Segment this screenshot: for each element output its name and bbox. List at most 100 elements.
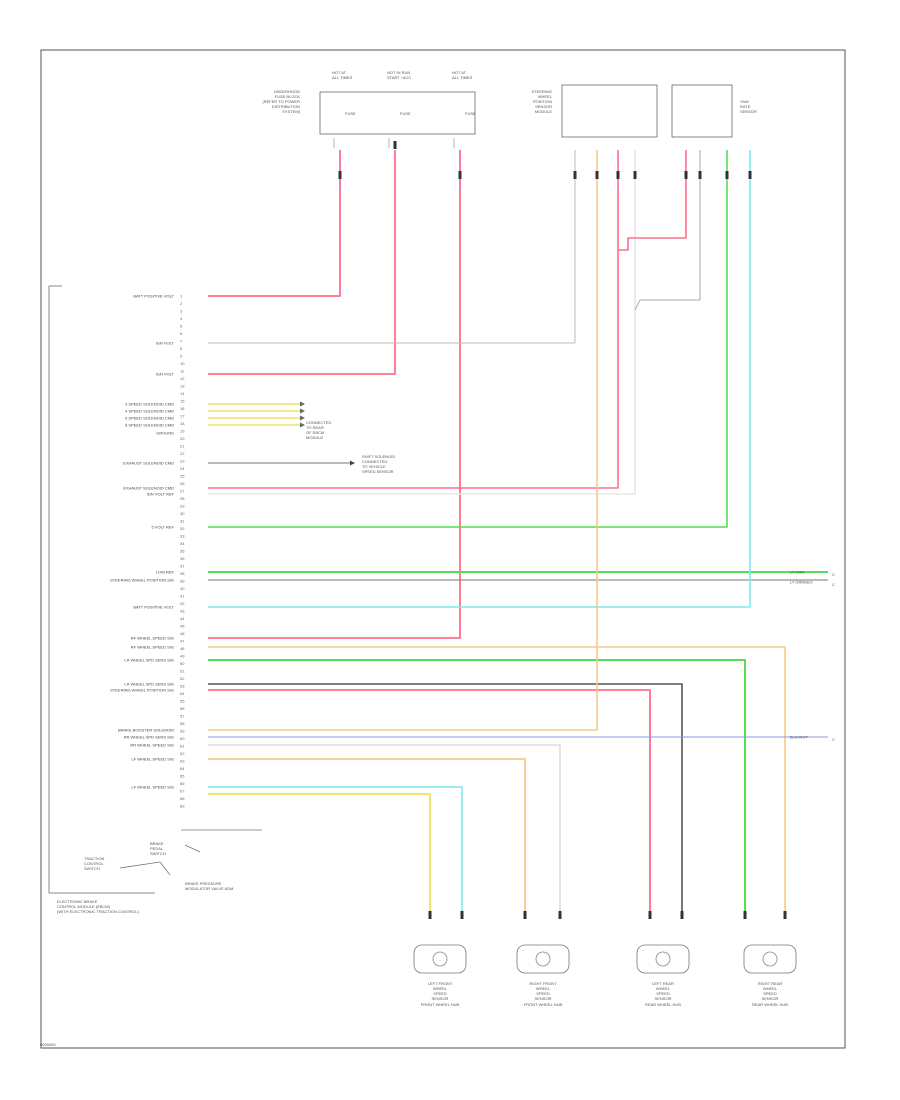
pin-number: 51 xyxy=(180,669,185,674)
pin-number: 2 xyxy=(180,301,183,306)
underhood-fuse-block-title: UNDERHOOD xyxy=(274,89,300,94)
sensor-label: SPEED xyxy=(763,991,777,996)
pin-number: 35 xyxy=(180,549,185,554)
pin-number: 48 xyxy=(180,646,185,651)
continuation-mark: C xyxy=(832,572,835,577)
connector-mark xyxy=(595,171,599,179)
sensor-label: SPEED xyxy=(433,991,447,996)
pin-label: 3 SPEED SOLENOID CMD xyxy=(125,402,174,407)
brake-switch-label: SWITCH xyxy=(150,851,166,856)
pin-label: RR WHEEL SPEED SIG xyxy=(130,743,174,748)
pin-number: 10 xyxy=(180,361,185,366)
connector-mark xyxy=(680,911,684,919)
connector-mark xyxy=(558,911,562,919)
footer-code: 0000000 xyxy=(40,1042,56,1047)
fuse-mid-fuse-text: FUSE xyxy=(400,111,411,116)
yaw-sensor-connector xyxy=(671,84,733,138)
pin-label: BATT POSITIVE VOLT xyxy=(133,605,174,610)
pin-label: 6 SPEED SOLENOID CMD xyxy=(125,423,174,428)
brake-switch-label: BRAKE xyxy=(150,841,164,846)
pin-label: RR WHEEL SPD SENS SIG xyxy=(124,735,174,740)
switch-contact-2 xyxy=(184,844,201,853)
connector-mark xyxy=(748,171,752,179)
connector-mark xyxy=(458,171,462,179)
pin-number: 16 xyxy=(180,406,185,411)
pin-number: 65 xyxy=(180,774,185,779)
wire-batt-positive-2 xyxy=(208,150,461,639)
pin-number: 8 xyxy=(180,346,183,351)
pin-number: 62 xyxy=(180,751,185,756)
sensor-element xyxy=(432,951,448,967)
sensor-label: WHEEL xyxy=(763,986,778,991)
exhaust-note: SPEED SENSOR xyxy=(362,469,394,474)
pin-label: IGN VOLT xyxy=(156,341,175,346)
diagram-border xyxy=(40,49,846,1049)
sensor-label: SENSOR xyxy=(535,996,552,1001)
sensor-location: REAR WHEEL HUB xyxy=(645,1002,681,1007)
sensor-label: WHEEL xyxy=(433,986,448,991)
sensor-label: SENSOR xyxy=(762,996,779,1001)
pin-number: 25 xyxy=(180,474,185,479)
ground-note: CONNECTED xyxy=(306,420,331,425)
pin-label: LR WHEEL SPD SENS SIG xyxy=(124,682,174,687)
pin-label: RF WHEEL SPEED SIG xyxy=(131,645,174,650)
yaw-sensor-title: YAW xyxy=(740,99,749,104)
pin-number: 69 xyxy=(180,804,185,809)
pin-number: 56 xyxy=(180,706,185,711)
pin-label: IGN VOLT xyxy=(156,372,175,377)
pin-number: 60 xyxy=(180,736,185,741)
pin-number: 3 xyxy=(180,309,183,314)
pin-number: 14 xyxy=(180,391,185,396)
pin-label: STEERING WHEEL POSITION SIG xyxy=(110,578,174,583)
pin-label: BATT POSITIVE VOLT xyxy=(133,294,174,299)
sensor-label: RIGHT REAR xyxy=(758,981,783,986)
solenoid-arrow xyxy=(300,415,305,421)
wheel-speed-sensor-3 xyxy=(636,944,690,974)
connector-mark xyxy=(428,911,432,919)
pin-label: IGN VOLT REF xyxy=(147,492,175,497)
pin-label: EXHAUST SOLENOID CMD xyxy=(123,486,174,491)
connector-mark xyxy=(460,911,464,919)
pin-number: 50 xyxy=(180,661,185,666)
underhood-fuse-block-title: DISTRIBUTION xyxy=(272,104,300,109)
wheel-speed-sensor-2 xyxy=(516,944,570,974)
wires-layer xyxy=(208,150,828,915)
steering-sensor-connector xyxy=(561,84,658,138)
wheel-speed-sensor-1 xyxy=(413,944,467,974)
pin-number: 64 xyxy=(180,766,185,771)
pin-number: 39 xyxy=(180,579,185,584)
wire-steering-pos xyxy=(208,150,751,608)
sensor-label: LEFT FRONT xyxy=(428,981,453,986)
traction-switch-label: SWITCH xyxy=(84,866,100,871)
wire-ign-volt-ref xyxy=(208,150,576,344)
wire-lr-speed-1 xyxy=(208,683,683,915)
connector-mark xyxy=(633,171,637,179)
sensor-label: LEFT REAR xyxy=(652,981,674,986)
pin-label: LF WHEEL SPEED SIG xyxy=(131,757,174,762)
fuse-left-label: ALL TIMES xyxy=(332,75,353,80)
wire-lf-speed-2 xyxy=(208,793,431,915)
pin-number: 40 xyxy=(180,586,185,591)
pin-number: 33 xyxy=(180,534,185,539)
static-layer xyxy=(119,84,797,974)
wire-ign-volt xyxy=(208,150,396,375)
exhaust-note: CONNECTED xyxy=(362,459,387,464)
pin-number: 20 xyxy=(180,436,185,441)
pin-number: 15 xyxy=(180,399,185,404)
pin-number: 18 xyxy=(180,421,185,426)
right-edge-label: LT GRN/BLK xyxy=(790,580,813,585)
pin-number: 43 xyxy=(180,609,185,614)
brake-switch-label: PEDAL xyxy=(150,846,164,851)
pin-number: 7 xyxy=(180,339,183,344)
pin-number: 32 xyxy=(180,526,185,531)
connector-mark xyxy=(338,171,342,179)
connector-mark xyxy=(393,141,397,149)
ground-note: MODULE xyxy=(306,435,323,440)
pin-number: 46 xyxy=(180,631,185,636)
pin-number: 30 xyxy=(180,511,185,516)
pin-number: 22 xyxy=(180,451,185,456)
pin-number: 36 xyxy=(180,556,185,561)
underhood-fuse-block-title: FUSE BLOCK xyxy=(275,94,301,99)
connector-mark xyxy=(698,171,702,179)
underhood-fuse-block-title: SYSTEM) xyxy=(282,109,300,114)
